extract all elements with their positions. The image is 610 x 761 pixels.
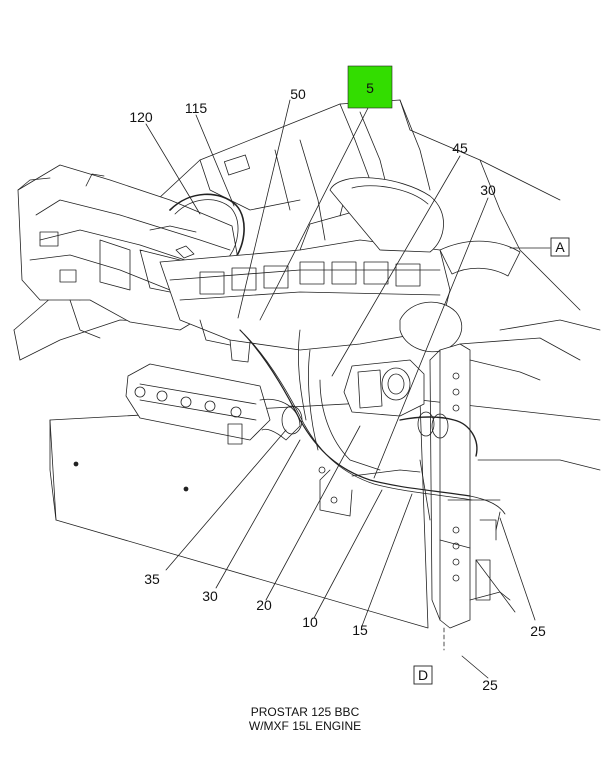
callout-10: 10 bbox=[302, 614, 318, 630]
callout-35: 35 bbox=[144, 571, 160, 587]
callout-115: 115 bbox=[185, 100, 208, 116]
view-d-label: D bbox=[418, 667, 428, 683]
callout-30-bottom: 30 bbox=[202, 588, 218, 604]
highlight-box bbox=[347, 65, 393, 109]
engine-manifold bbox=[159, 195, 451, 363]
air-duct bbox=[439, 240, 521, 277]
callout-15: 15 bbox=[352, 622, 368, 638]
caption-line-2: W/MXF 15L ENGINE bbox=[248, 719, 362, 733]
radiator-support bbox=[429, 319, 601, 629]
view-a-box bbox=[550, 237, 570, 257]
callout-30-top: 30 bbox=[480, 182, 496, 198]
tube-lines bbox=[239, 329, 506, 531]
callout-45: 45 bbox=[452, 140, 468, 156]
caption-line-1: PROSTAR 125 BBC bbox=[250, 705, 360, 719]
hidden-line bbox=[443, 627, 489, 679]
view-d-box bbox=[413, 665, 433, 685]
callout-120: 120 bbox=[129, 109, 153, 125]
callout-5: 5 bbox=[366, 80, 374, 96]
frame-panel bbox=[49, 399, 601, 629]
radiator-hose bbox=[399, 411, 478, 457]
diagram-caption: PROSTAR 125 BBC W/MXF 15L ENGINE bbox=[0, 705, 610, 733]
callout-25-bottom: 25 bbox=[482, 677, 498, 693]
egr-cooler bbox=[125, 363, 303, 445]
callout-25-right: 25 bbox=[530, 623, 546, 639]
pump-assembly bbox=[343, 359, 425, 417]
callout-50: 50 bbox=[290, 86, 306, 102]
callout-20: 20 bbox=[256, 597, 272, 613]
leader-lines bbox=[145, 99, 551, 627]
view-a-label: A bbox=[555, 239, 565, 255]
